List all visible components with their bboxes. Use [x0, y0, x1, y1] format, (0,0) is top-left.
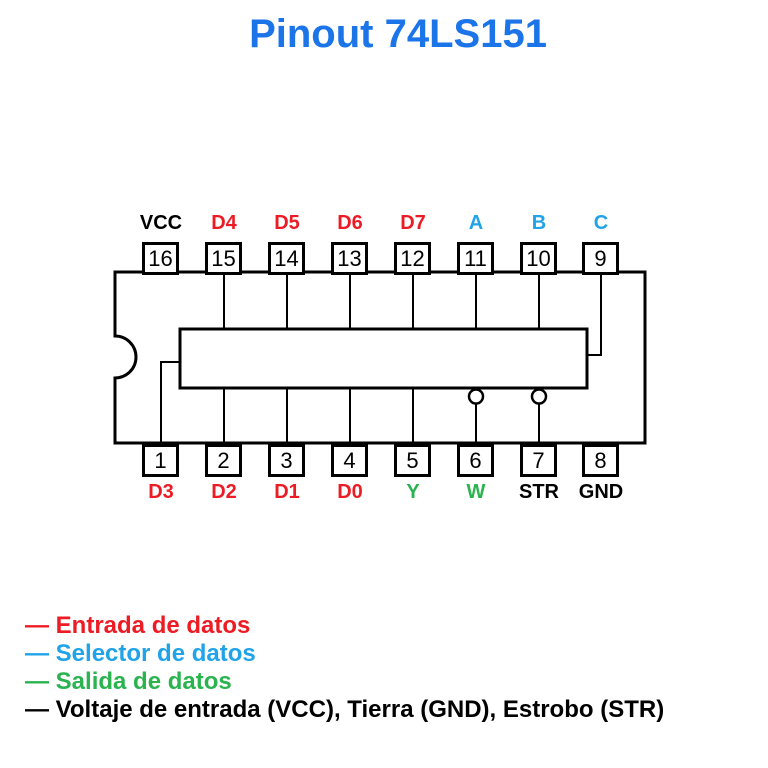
pin-box-10: 10 — [520, 242, 557, 275]
pin-label-d6: D6 — [337, 212, 363, 234]
pin-box-9: 9 — [582, 242, 619, 275]
pin-label-w: W — [466, 481, 486, 503]
legend-item-data-selector: — Selector de datos — [25, 640, 256, 667]
pin-box-1: 1 — [142, 444, 179, 477]
pin-box-4: 4 — [331, 444, 368, 477]
legend: — Entrada de datos — Selector de datos —… — [25, 612, 664, 724]
pin-box-15: 15 — [205, 242, 242, 275]
pin-label-d3: D3 — [148, 481, 174, 503]
pin-label-d5: D5 — [274, 212, 300, 234]
pin-box-8: 8 — [582, 444, 619, 477]
pin-box-7: 7 — [520, 444, 557, 477]
pin-connector-line-9 — [585, 272, 602, 356]
pin-label-d7: D7 — [400, 212, 426, 234]
pin-box-3: 3 — [268, 444, 305, 477]
pin-box-2: 2 — [205, 444, 242, 477]
pin-label-d1: D1 — [274, 481, 300, 503]
inversion-bubble-w — [467, 388, 485, 405]
inversion-bubble-str — [530, 388, 548, 405]
page-title: Pinout 74LS151 — [249, 12, 547, 56]
pin-label-d2: D2 — [211, 481, 237, 503]
legend-item-data-input: — Entrada de datos — [25, 612, 251, 639]
pin-label-gnd: GND — [578, 481, 624, 503]
pin-box-13: 13 — [331, 242, 368, 275]
pin-label-b: B — [531, 212, 547, 234]
pin-box-12: 12 — [394, 242, 431, 275]
pin-connector-line-1 — [160, 361, 182, 444]
pin-label-y: Y — [406, 481, 420, 503]
pin-label-a: A — [468, 212, 484, 234]
legend-item-power-ground-strobe: — Voltaje de entrada (VCC), Tierra (GND)… — [25, 696, 665, 723]
pin-label-d4: D4 — [211, 212, 237, 234]
pin-label-c: C — [593, 212, 609, 234]
pin-label-d0: D0 — [337, 481, 363, 503]
pin-box-14: 14 — [268, 242, 305, 275]
pin-box-5: 5 — [394, 444, 431, 477]
pin-label-str: STR — [519, 481, 559, 503]
internal-block — [178, 327, 589, 390]
legend-item-data-output: — Salida de datos — [25, 668, 232, 695]
pin-box-16: 16 — [142, 242, 179, 275]
pin-box-11: 11 — [457, 242, 494, 275]
pin-label-vcc: VCC — [139, 212, 183, 234]
pin-box-6: 6 — [457, 444, 494, 477]
